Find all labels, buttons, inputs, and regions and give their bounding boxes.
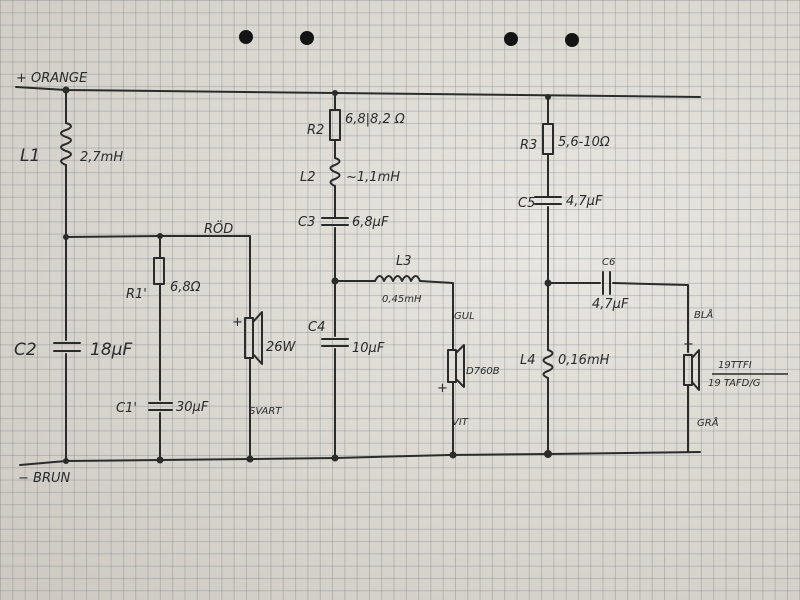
- woofer-speaker: [244, 317, 254, 359]
- binder-hole: [565, 33, 579, 47]
- R3-value: 5,6-10Ω: [558, 135, 610, 150]
- C2-value: 18μF: [90, 340, 132, 360]
- inductor-L3: [374, 275, 421, 282]
- L2-label: L2: [300, 170, 316, 185]
- capacitor-C6: [602, 271, 611, 295]
- C2-label: C2: [14, 340, 37, 360]
- C1-value: 30μF: [176, 400, 209, 415]
- tweeter-cone: [691, 349, 700, 391]
- capacitor-C5: [534, 196, 562, 205]
- negative-rail-wire: [19, 451, 701, 466]
- binder-hole: [239, 30, 253, 44]
- bla-wire-label: BLÅ: [694, 308, 713, 321]
- capacitor-C4: [321, 338, 349, 347]
- R2-value: 6,8|8,2 Ω: [345, 112, 405, 127]
- midrange-label: D760B: [466, 366, 500, 377]
- C4-value: 10μF: [352, 341, 385, 356]
- R1-value: 6,8Ω: [170, 280, 201, 295]
- L1-value: 2,7mH: [80, 150, 123, 165]
- woofer-cone: [252, 311, 263, 365]
- midrange-plus-label: +: [437, 381, 448, 396]
- woofer-label: 26W: [266, 340, 297, 355]
- binder-hole: [300, 31, 314, 45]
- R1-label: R1': [126, 287, 147, 302]
- wire: [419, 280, 454, 351]
- L3-label: L3: [396, 254, 412, 269]
- inductor-L1: [60, 122, 72, 166]
- C3-label: C3: [298, 215, 315, 230]
- negative-rail-label: − BRUN: [18, 471, 70, 486]
- tweeter-label-top: 19TTFI: [718, 360, 752, 371]
- vit-wire-label: VIT: [452, 417, 469, 428]
- L2-value: ~1,1mH: [346, 170, 400, 185]
- C1-label: C1': [116, 401, 137, 416]
- C3-value: 6,8μF: [352, 215, 389, 230]
- inductor-L2: [329, 157, 341, 187]
- wire: [65, 235, 251, 319]
- resistor-R3: [542, 123, 554, 155]
- L1-label: L1: [20, 146, 40, 166]
- tweeter-label-bottom: 19 TAFD/G: [708, 378, 761, 389]
- wire: [612, 282, 689, 353]
- L4-value: 0,16mH: [558, 353, 610, 368]
- capacitor-C1: [148, 402, 173, 411]
- gul-wire-label: GUL: [454, 311, 475, 322]
- gra-wire-label: GRÅ: [697, 416, 719, 429]
- inductor-L4: [542, 349, 554, 379]
- capacitor-C3: [321, 217, 349, 226]
- junction-dots: [62, 86, 552, 464]
- positive-rail-wire: [15, 86, 701, 98]
- C4-label: C4: [308, 320, 325, 335]
- R2-label: R2: [307, 123, 324, 138]
- midrange-speaker: [447, 349, 457, 383]
- L4-label: L4: [520, 353, 536, 368]
- tweeter-plus-label: +: [683, 337, 694, 352]
- midrange-cone: [455, 344, 465, 388]
- resistor-R2: [329, 109, 341, 141]
- binder-hole: [504, 32, 518, 46]
- R3-label: R3: [520, 138, 537, 153]
- C6-value: 4,7μF: [592, 297, 629, 312]
- capacitor-C2: [53, 342, 81, 352]
- woofer-plus-label: +: [232, 315, 243, 330]
- positive-rail-label: + ORANGE: [16, 71, 88, 86]
- L3-value: 0,45mH: [382, 294, 422, 305]
- C5-value: 4,7μF: [566, 194, 603, 209]
- C6-label: C6: [602, 257, 615, 268]
- tweeter-speaker: [683, 354, 693, 386]
- resistor-R1: [153, 257, 165, 285]
- svart-wire-label: SVART: [249, 406, 282, 417]
- rod-wire-label: RÖD: [204, 220, 233, 237]
- C5-label: C5: [518, 196, 535, 211]
